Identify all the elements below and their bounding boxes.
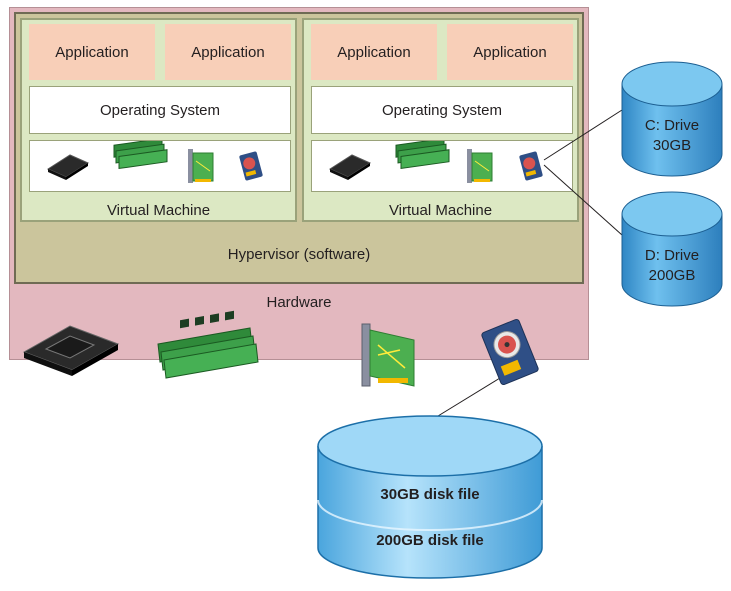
application-box: Application [311, 24, 437, 80]
ram-icon [157, 310, 259, 379]
c-drive-label: C: Drive 30GB [622, 116, 722, 156]
vm-label: Virtual Machine [106, 202, 211, 219]
hard-drive-icon [481, 318, 539, 386]
d-drive-cylinder [621, 191, 723, 307]
ram-icon [395, 141, 450, 170]
cpu-icon [46, 154, 90, 180]
storage-cylinder [317, 415, 543, 579]
hypervisor-label: Hypervisor (software) [227, 246, 371, 263]
drive-name: D: Drive [644, 247, 700, 264]
disk-file-label: 200GB disk file [376, 532, 484, 549]
virtual-machine-1: Application Application Operating System [20, 18, 297, 222]
drive-size: 30GB [652, 137, 692, 154]
expansion-card-icon [467, 149, 493, 183]
virtual-machine-2: Application Application Operating System [302, 18, 579, 222]
expansion-card-icon [188, 149, 214, 183]
expansion-card-icon [361, 323, 415, 387]
cpu-icon [328, 154, 372, 180]
application-box: Application [165, 24, 291, 80]
d-drive-label: D: Drive 200GB [622, 246, 722, 286]
virtual-hardware-box [311, 140, 573, 192]
drive-size: 200GB [648, 267, 696, 284]
disk-file-label: 30GB disk file [380, 486, 480, 503]
virtual-hardware-box [29, 140, 291, 192]
cpu-icon [22, 325, 120, 376]
application-box: Application [29, 24, 155, 80]
connector-lines [437, 109, 623, 417]
c-drive-cylinder [621, 61, 723, 177]
hard-drive-icon [239, 151, 263, 181]
hardware-label: Hardware [266, 294, 332, 311]
operating-system-box: Operating System [29, 86, 291, 134]
application-box: Application [447, 24, 573, 80]
ram-icon [113, 141, 168, 170]
drive-name: C: Drive [644, 117, 700, 134]
vm-label: Virtual Machine [388, 202, 493, 219]
hard-drive-icon [519, 151, 543, 181]
operating-system-box: Operating System [311, 86, 573, 134]
